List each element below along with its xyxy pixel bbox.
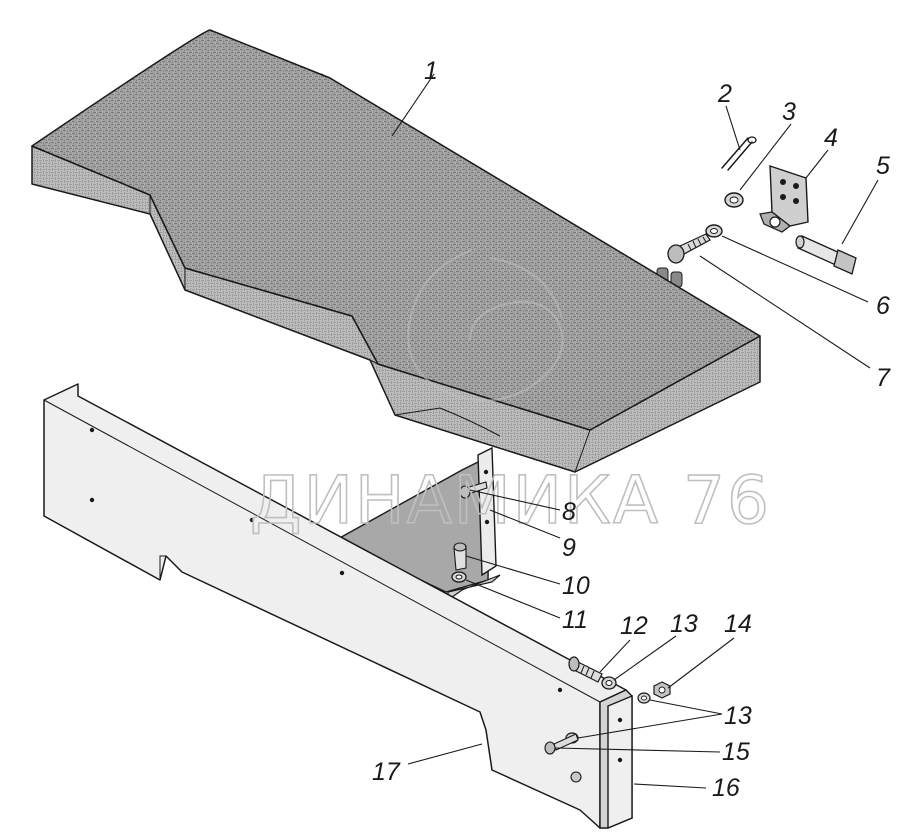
- bolt-10: [453, 542, 467, 571]
- bolt-12: [568, 656, 603, 683]
- washer-6: [705, 224, 723, 238]
- watermark-text: ДИНАМИКА 76: [250, 462, 771, 539]
- cotter-pin: [721, 136, 757, 171]
- callout-11: 11: [562, 606, 588, 634]
- callout-17: 17: [372, 758, 401, 786]
- hinge-pin: [795, 235, 857, 275]
- cushion-top-surface: [31, 29, 761, 431]
- cushion-mounting-stud-side: [656, 267, 683, 288]
- callout-6: 6: [876, 292, 890, 320]
- callout-8: 8: [562, 498, 576, 526]
- bolt-8: [459, 481, 488, 499]
- callout-12: 12: [620, 612, 648, 640]
- end-plate: [599, 689, 633, 830]
- washer-11: [451, 571, 467, 583]
- callout-labels: 1 2 3 4 5 6 7 8 9 10 11 12 13 14 13 15 1…: [372, 57, 891, 802]
- callout-9: 9: [562, 534, 576, 562]
- callout-14: 14: [724, 610, 752, 638]
- callout-15: 15: [722, 738, 750, 766]
- callout-4: 4: [824, 124, 838, 152]
- side-panel: [43, 383, 627, 829]
- callout-16: 16: [712, 774, 740, 802]
- bolt-15: [544, 733, 579, 755]
- washer-13-right: [637, 692, 651, 704]
- callout-2: 2: [717, 80, 732, 108]
- hinge-bracket: [759, 165, 809, 233]
- inner-bracket: [477, 446, 497, 577]
- callout-7: 7: [876, 364, 891, 392]
- washer-3: [724, 192, 744, 208]
- callout-13-lower: 13: [724, 702, 752, 730]
- callout-1: 1: [424, 57, 438, 85]
- bolt-7: [667, 233, 711, 264]
- washer-13-upper: [601, 676, 617, 690]
- leader-lines: [391, 73, 879, 789]
- callout-10: 10: [562, 572, 590, 600]
- callout-13-upper: 13: [670, 610, 698, 638]
- watermark-logo: [407, 249, 564, 402]
- callout-5: 5: [876, 152, 890, 180]
- callout-3: 3: [782, 98, 796, 126]
- nut-14: [653, 681, 671, 699]
- seat-cushion: [31, 29, 761, 473]
